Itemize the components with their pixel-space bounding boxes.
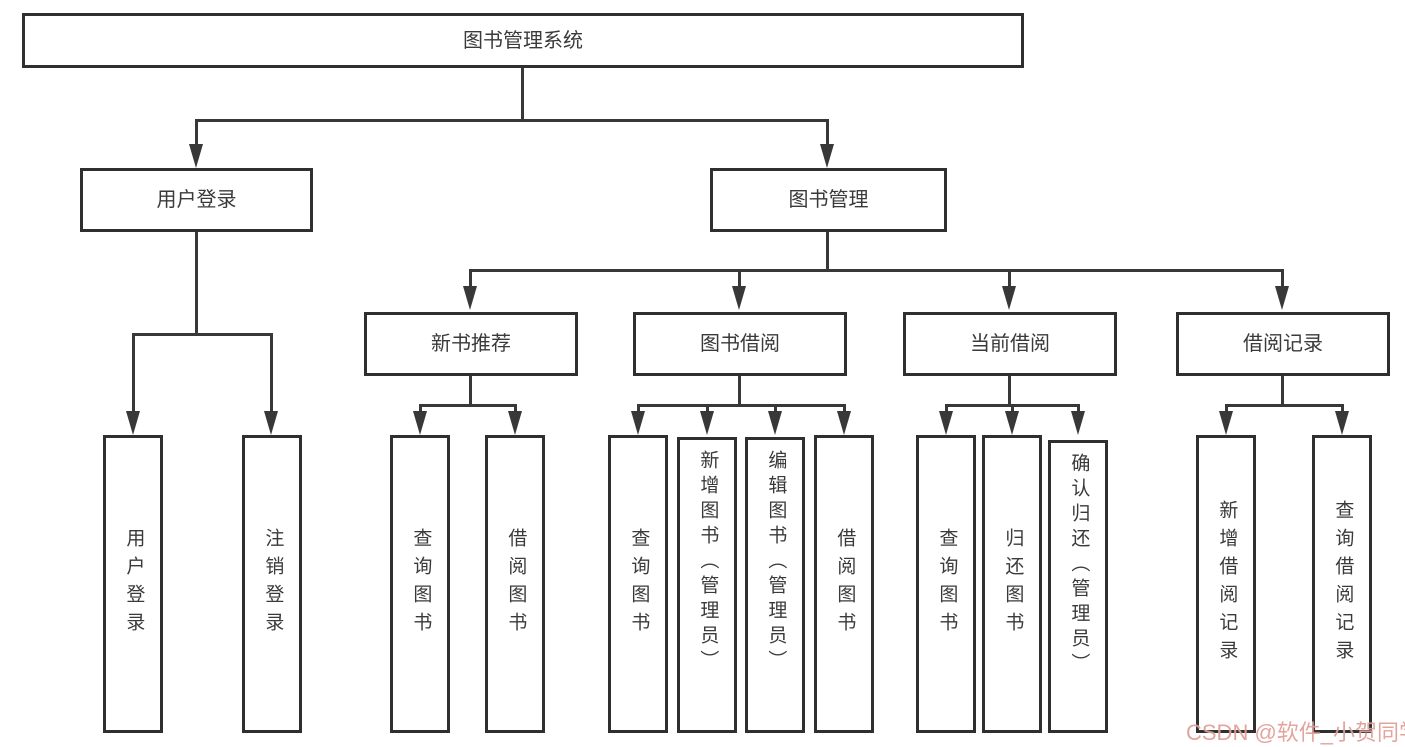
connector-line [1011, 404, 1014, 414]
node-user-login: 用户登录 [80, 168, 313, 232]
node-new-book-recommend: 新书推荐 [364, 312, 578, 376]
connector-line [1281, 376, 1284, 407]
connector-line [637, 404, 846, 407]
leaf-logout: 注销登录 [242, 435, 302, 733]
leaf-confirm-return-admin: 确认归还（管理员） [1048, 440, 1108, 733]
leaf-add-books-admin: 新增图书（管理员） [677, 437, 737, 733]
connector-line [774, 404, 777, 414]
connector-line [514, 404, 517, 414]
leaf-recommend-query-books: 查询图书 [390, 435, 450, 733]
arrow-down [768, 411, 782, 435]
connector-line [521, 68, 524, 121]
connector-line [637, 404, 640, 414]
arrow-down [631, 411, 645, 435]
arrow-down [189, 144, 203, 168]
leaf-current-query-books: 查询图书 [916, 435, 976, 733]
connector-line [843, 404, 846, 414]
connector-line [826, 232, 829, 272]
connector-line [469, 269, 1284, 272]
connector-line [195, 119, 829, 122]
arrow-down [1335, 411, 1349, 435]
arrow-down [939, 411, 953, 435]
connector-line [469, 376, 472, 407]
connector-line [1225, 404, 1228, 414]
node-current-borrowing: 当前借阅 [903, 312, 1117, 376]
node-book-borrowing: 图书借阅 [633, 312, 847, 376]
leaf-borrowing-query-books: 查询图书 [608, 435, 668, 733]
connector-line [469, 269, 472, 288]
connector-line [826, 119, 829, 148]
arrow-down [508, 411, 522, 435]
arrow-down [126, 411, 140, 435]
arrow-down [463, 286, 477, 310]
connector-line [195, 119, 198, 148]
connector-line [132, 333, 135, 413]
arrow-down [1275, 286, 1289, 310]
connector-line [1077, 404, 1080, 414]
leaf-query-borrow-record: 查询借阅记录 [1312, 435, 1372, 733]
arrow-down [820, 144, 834, 168]
arrow-down [732, 286, 746, 310]
connector-line [1225, 404, 1344, 407]
arrow-down [837, 411, 851, 435]
leaf-recommend-borrow-books: 借阅图书 [485, 435, 545, 733]
arrow-down [413, 411, 427, 435]
arrow-down [700, 411, 714, 435]
connector-line [1008, 269, 1011, 288]
arrow-down [1002, 286, 1016, 310]
node-book-management: 图书管理 [710, 168, 947, 232]
connector-line [270, 333, 273, 413]
connector-line [738, 269, 741, 288]
connector-line [419, 404, 517, 407]
connector-line [132, 333, 273, 336]
connector-line [1008, 376, 1011, 407]
connector-line [419, 404, 422, 414]
leaf-add-borrow-record: 新增借阅记录 [1196, 435, 1256, 733]
arrow-down [1005, 411, 1019, 435]
connector-line [945, 404, 948, 414]
csdn-watermark: CSDN @软件_小贺同学 [1186, 720, 1405, 745]
leaf-borrowing-borrow-books: 借阅图书 [814, 435, 874, 733]
arrow-down [1219, 411, 1233, 435]
leaf-edit-books-admin: 编辑图书（管理员） [745, 437, 805, 733]
connector-line [1281, 269, 1284, 288]
leaf-user-login: 用户登录 [103, 435, 163, 733]
node-library-system: 图书管理系统 [22, 13, 1024, 68]
connector-line [706, 404, 709, 414]
connector-line [738, 376, 741, 407]
node-borrowing-records: 借阅记录 [1176, 312, 1390, 376]
arrow-down [1071, 411, 1085, 435]
leaf-return-books: 归还图书 [982, 435, 1042, 733]
connector-line [195, 232, 198, 336]
arrow-down [264, 411, 278, 435]
connector-line [1341, 404, 1344, 414]
